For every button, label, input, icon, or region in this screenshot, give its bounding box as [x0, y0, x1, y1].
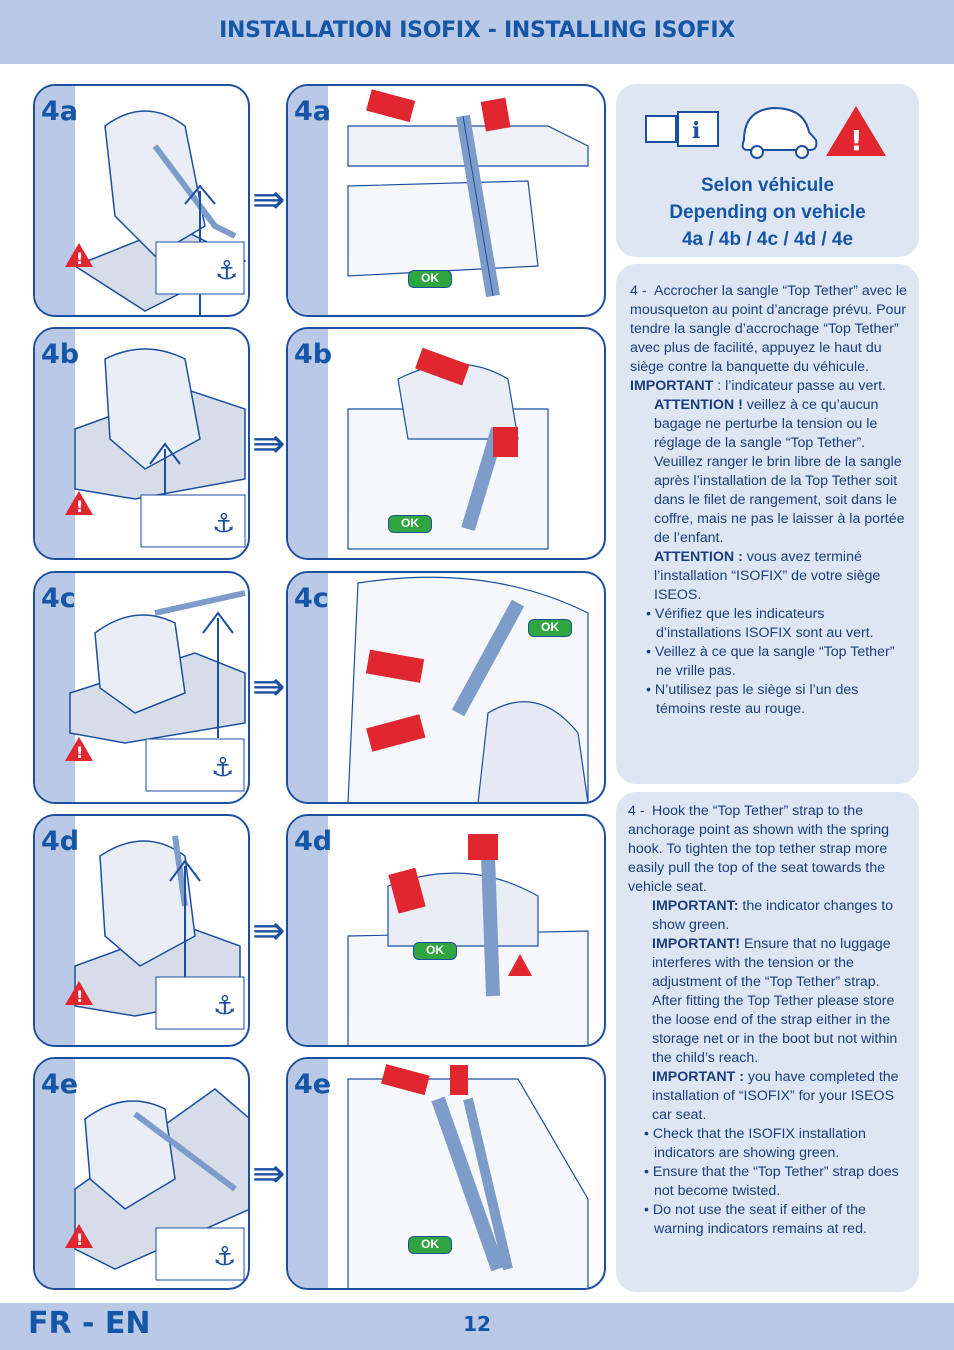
ok-indicator: OK [408, 270, 452, 288]
warning-triangle-icon [65, 1224, 93, 1248]
step-4d-photo-panel: 4d OK [286, 814, 606, 1047]
warning-group: ! [65, 981, 93, 1006]
en-bullet: • Ensure that the “Top Tether” strap doe… [644, 1164, 899, 1199]
en-bullet: • Do not use the seat if either of the w… [644, 1202, 867, 1237]
warning-triangle-icon [65, 491, 93, 515]
step-label: 4e [294, 1069, 332, 1100]
step-label: 4a [41, 96, 79, 127]
svg-text:⚓: ⚓ [213, 1242, 236, 1272]
fr-bullet: • N’utilisez pas le siège si l’un des té… [646, 682, 859, 717]
arrow-right-icon: ⇛ [252, 664, 286, 710]
warning-group: ! [65, 491, 93, 516]
warning-group: ! [65, 737, 93, 762]
step-4d-seat-panel: 4d ! ⚓ [33, 814, 250, 1047]
svg-text:⚓: ⚓ [212, 509, 235, 539]
en-important-2: IMPORTANT! Ensure that no luggage interf… [652, 936, 898, 1066]
strap-illustration [347, 834, 589, 1045]
arrow-right-icon: ⇛ [252, 421, 286, 467]
fr-attention-2: ATTENTION : vous avez terminé l’installa… [654, 549, 881, 603]
anchor-icon-box: ⚓ [155, 241, 245, 295]
vehicle-line-1: Selon véhicule [700, 175, 835, 196]
info-manual-icon: i [645, 111, 719, 147]
fr-bullet: • Vérifiez que les indicateurs d’install… [646, 606, 874, 641]
seat-illustration [74, 348, 246, 529]
step-label: 4d [294, 826, 333, 857]
step-label: 4a [294, 96, 332, 127]
page-title: INSTALLATION ISOFIX - INSTALLING ISOFIX [219, 18, 735, 43]
step-label: 4b [41, 339, 80, 370]
language-label: FR - EN [28, 1306, 151, 1341]
svg-text:!: ! [76, 249, 83, 268]
svg-text:!: ! [76, 987, 83, 1006]
step-4c-photo-panel: 4c OK [286, 571, 606, 804]
en-important-1: IMPORTANT: the indicator changes to show… [652, 898, 894, 933]
svg-text:i: i [692, 118, 700, 144]
en-bullet: • Check that the ISOFIX installation ind… [644, 1126, 866, 1161]
en-important-3: IMPORTANT : you have completed the insta… [652, 1069, 899, 1123]
fr-intro: 4 -Accrocher la sangle “Top Tether” avec… [630, 283, 907, 394]
en-intro: 4 -Hook the “Top Tether” strap to the an… [628, 803, 890, 895]
arrow-right-icon: ⇛ [252, 177, 286, 223]
seat-illustration [74, 1088, 248, 1270]
header-band [0, 0, 954, 64]
svg-text:⚓: ⚓ [211, 753, 234, 783]
icon-row: i ! [645, 106, 886, 159]
arrow-right-icon: ⇛ [252, 1151, 286, 1197]
svg-text:!: ! [76, 1230, 83, 1249]
anchor-icon-box: ⚓ [155, 976, 245, 1030]
ok-indicator: OK [413, 942, 457, 960]
fr-attention-1: ATTENTION ! veillez à ce qu’aucun bagage… [654, 397, 905, 546]
step-4a-photo-panel: 4a OK [286, 84, 606, 317]
ok-indicator: OK [528, 619, 572, 637]
svg-text:!: ! [850, 124, 863, 157]
ok-indicator: OK [388, 515, 432, 533]
warning-group: ! [65, 243, 93, 268]
warning-triangle-icon: ! [826, 106, 886, 157]
ok-indicator: OK [408, 1236, 452, 1254]
footer-band [0, 1303, 954, 1350]
anchor-icon-box: ⚓ [145, 738, 245, 792]
french-instructions-box: 4 -Accrocher la sangle “Top Tether” avec… [616, 264, 919, 784]
step-label: 4d [41, 826, 80, 857]
vehicle-note-box: i ! Selon véhicule Depending on vehicle … [616, 84, 919, 257]
vehicle-line-2: Depending on vehicle [669, 202, 866, 223]
step-label: 4e [41, 1069, 79, 1100]
step-4c-seat-panel: 4c ! ⚓ [33, 571, 250, 804]
step-4e-seat-panel: 4e ! ⚓ [33, 1057, 250, 1290]
vehicle-line-3: 4a / 4b / 4c / 4d / 4e [681, 229, 854, 250]
svg-text:⚓: ⚓ [213, 991, 236, 1021]
car-icon [741, 106, 818, 159]
page-number: 12 [463, 1312, 491, 1336]
step-label: 4c [294, 583, 329, 614]
svg-text:⚓: ⚓ [215, 256, 238, 286]
strap-illustration [347, 576, 589, 802]
strap-illustration [347, 89, 589, 298]
warning-triangle-icon [65, 737, 93, 761]
warning-triangle-icon [65, 243, 93, 267]
svg-text:!: ! [76, 497, 83, 516]
anchor-icon-box: ⚓ [140, 494, 246, 548]
svg-text:!: ! [76, 743, 83, 762]
arrow-right-icon: ⇛ [252, 908, 286, 954]
warning-group: ! [65, 1224, 93, 1249]
step-4e-photo-panel: 4e OK [286, 1057, 606, 1290]
strap-illustration [347, 347, 549, 550]
step-4b-seat-panel: 4b ! ⚓ [33, 327, 250, 560]
english-instructions-box: 4 -Hook the “Top Tether” strap to the an… [616, 792, 919, 1292]
fr-bullet: • Veillez à ce que la sangle “Top Tether… [646, 644, 895, 679]
step-4a-seat-panel: 4a ! ⚓ [33, 84, 250, 317]
strap-illustration [347, 1064, 589, 1288]
warning-triangle-icon [65, 981, 93, 1005]
step-label: 4b [294, 339, 333, 370]
step-label: 4c [41, 583, 76, 614]
seat-illustration [69, 590, 246, 744]
step-4b-photo-panel: 4b OK [286, 327, 606, 560]
anchor-icon-box: ⚓ [155, 1227, 245, 1281]
